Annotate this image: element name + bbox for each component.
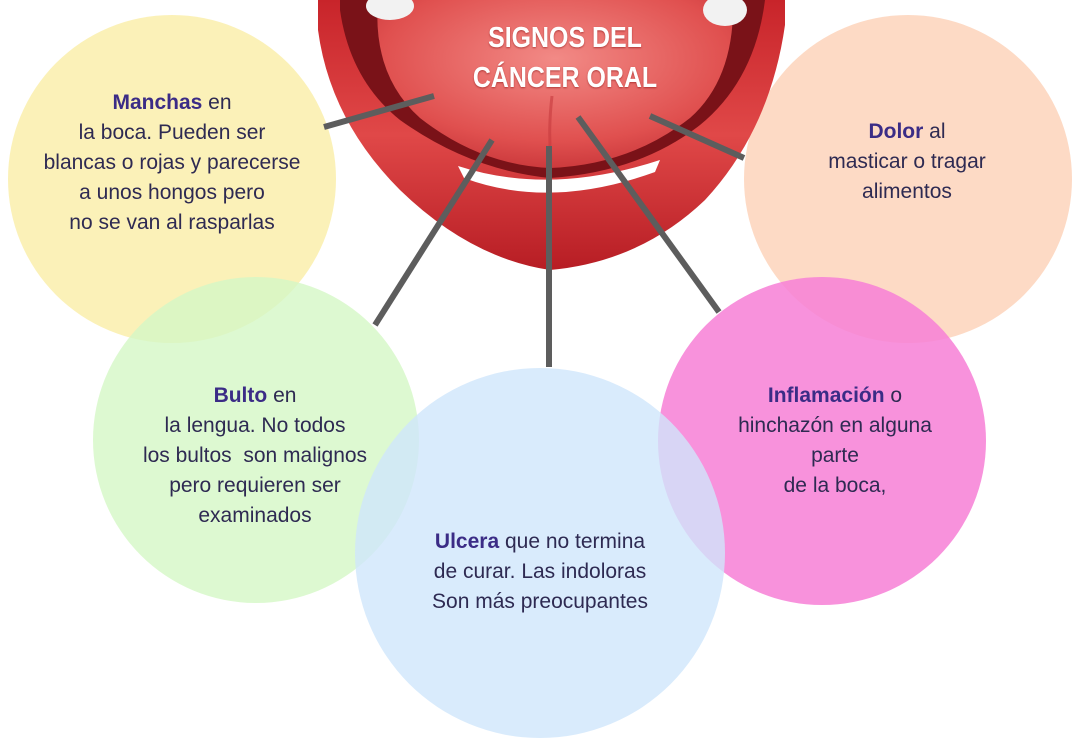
connector-manchas — [323, 93, 435, 130]
sign-dolor-line-2: masticar o tragar — [828, 150, 986, 173]
sign-inflamacion-line-1: o — [884, 384, 903, 407]
title-line-2: DEL CÁNCER ORAL — [472, 22, 658, 94]
sign-inflamacion-text: Inflamación o hinchazón en alguna parte … — [680, 381, 990, 501]
sign-bulto-line-4: pero requieren ser — [169, 474, 341, 497]
sign-inflamacion-line-4: de la boca, — [783, 474, 887, 497]
connector-dolor — [648, 113, 746, 161]
sign-manchas-line-5: no se van al rasparlas — [69, 211, 275, 234]
sign-manchas-line-3: blancas o rojas y parecerse — [43, 151, 301, 174]
sign-bulto-line-5: examinados — [198, 504, 312, 527]
sign-inflamacion-line-3: parte — [811, 444, 859, 467]
sign-dolor-text: Dolor al masticar o tragar alimentos — [752, 117, 1062, 207]
sign-ulcera-heading: Ulcera — [434, 530, 500, 553]
sign-dolor-line-1: al — [929, 120, 946, 143]
sign-manchas-line-4: a unos hongos pero — [79, 181, 265, 204]
sign-dolor-line-3: alimentos — [862, 180, 952, 203]
diagram-canvas: SIGNOS DEL CÁNCER ORAL Manchas en la boc… — [8, 0, 1072, 738]
upper-tooth-left — [366, 0, 414, 20]
sign-manchas-heading: Manchas — [112, 91, 203, 114]
sign-bulto-heading: Bulto — [213, 384, 268, 407]
sign-manchas-line-2: la boca. Pueden ser — [78, 121, 266, 144]
sign-manchas-text: Manchas en la boca. Pueden ser blancas o… — [17, 88, 327, 238]
sign-bulto-line-2: la lengua. No todos — [164, 414, 346, 437]
title-line-1: SIGNOS — [488, 22, 586, 54]
sign-bulto-text: Bulto en la lengua. No todos los bultos … — [100, 381, 410, 531]
sign-bulto-line-1: en — [273, 384, 297, 407]
connector-bulto — [372, 138, 495, 327]
sign-ulcera-text: Ulcera que no termina de curar. Las indo… — [385, 527, 695, 617]
mouth-illustration — [318, 0, 785, 270]
sign-dolor-heading: Dolor — [868, 120, 924, 143]
sign-bulto-line-3: los bultos son malignos — [142, 444, 368, 467]
sign-inflamacion-line-2: hinchazón en alguna — [738, 414, 932, 437]
tongue — [377, 0, 734, 168]
sign-inflamacion-heading: Inflamación — [767, 384, 885, 407]
lower-teeth — [458, 160, 660, 193]
upper-tooth-right — [703, 0, 747, 26]
sign-ulcera-line-3: Son más preocupantes — [432, 590, 648, 613]
sign-ulcera-line-2: de curar. Las indoloras — [433, 560, 647, 583]
connector-inflamacion — [575, 115, 722, 314]
sign-manchas-line-1: en — [208, 91, 232, 114]
connector-lines — [323, 93, 746, 367]
sign-ulcera-line-1: que no termina — [499, 530, 646, 553]
diagram-title: SIGNOS DEL CÁNCER ORAL — [449, 18, 681, 98]
